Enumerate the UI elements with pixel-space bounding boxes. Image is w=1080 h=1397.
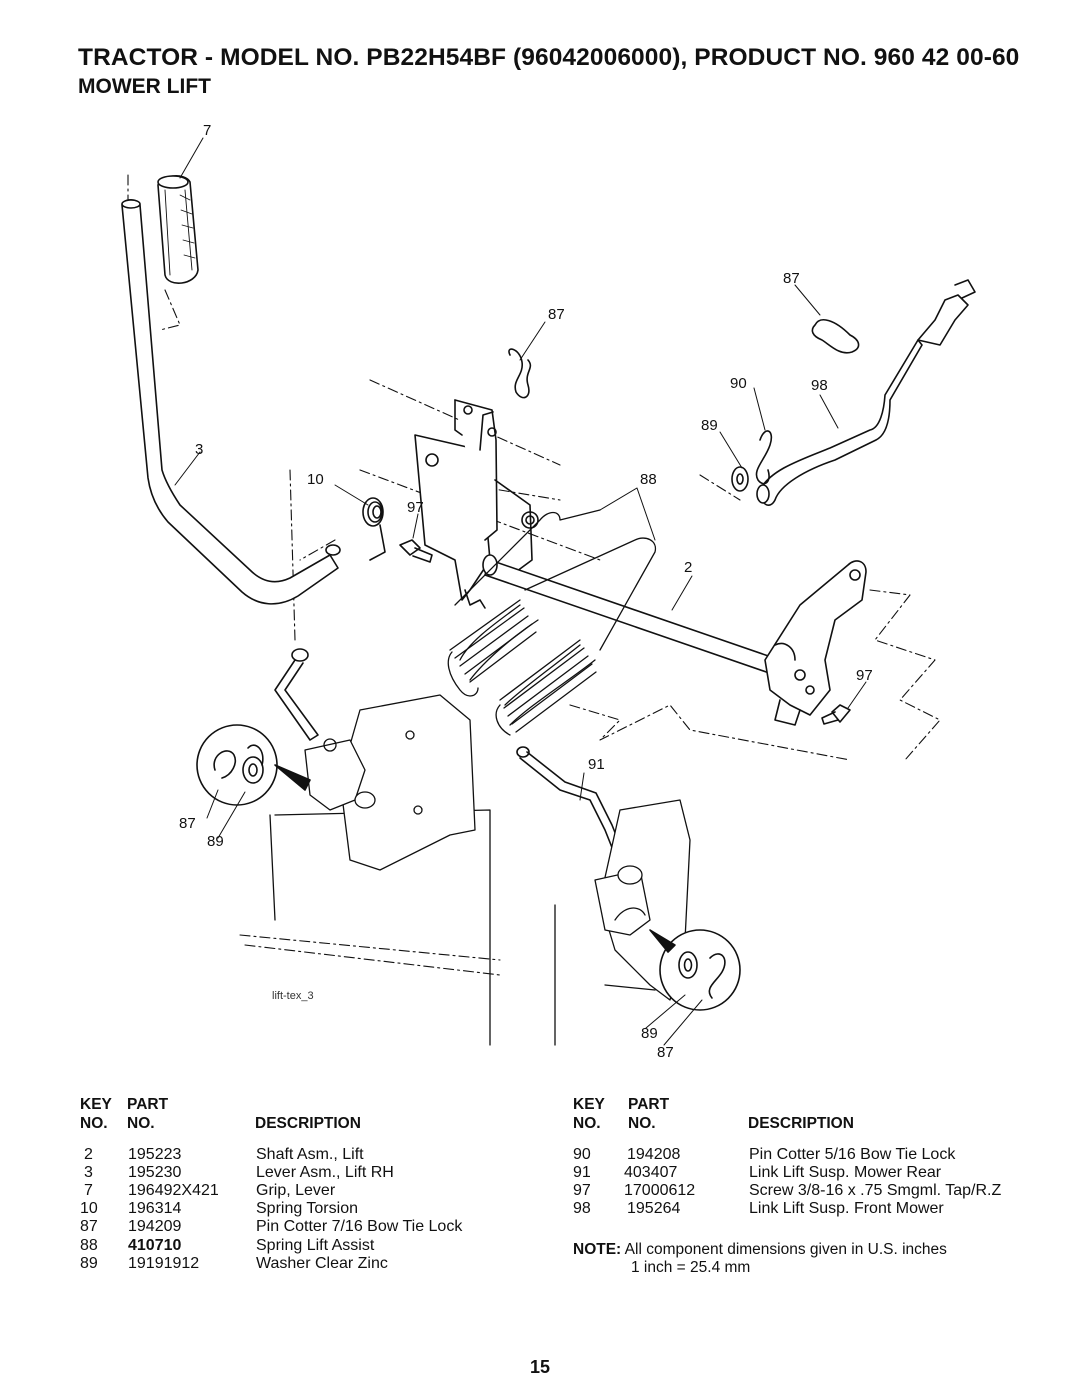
callout-97-right: 97: [856, 667, 873, 684]
note: NOTE: All component dimensions given in …: [573, 1241, 947, 1259]
callout-89-left: 89: [207, 833, 224, 850]
callout-10: 10: [307, 471, 324, 488]
page-title: TRACTOR - MODEL NO. PB22H54BF (960420060…: [78, 44, 1020, 71]
callout-7: 7: [203, 122, 211, 139]
section-title: MOWER LIFT: [78, 75, 211, 98]
header-part: PART: [628, 1096, 670, 1113]
header-part: PART: [127, 1096, 169, 1113]
bow-tie-pin-top: [508, 348, 532, 399]
lever-assembly: [121, 198, 341, 605]
callout-87-right: 87: [783, 270, 800, 287]
bow-tie-pin-90: [755, 430, 773, 485]
callout-98: 98: [811, 377, 828, 394]
callout-91: 91: [588, 756, 605, 773]
grip-lever: [157, 175, 199, 284]
header-description: DESCRIPTION: [255, 1115, 361, 1132]
note-label: NOTE:: [573, 1241, 622, 1258]
screw-right: [821, 704, 851, 725]
header-part-no: NO.: [127, 1115, 155, 1132]
callout-89-top: 89: [701, 417, 718, 434]
callout-3: 3: [195, 441, 203, 458]
rear-link-left: [274, 648, 319, 741]
header-key: KEY: [573, 1096, 605, 1113]
detail-circle-right: [649, 929, 741, 1011]
header-description: DESCRIPTION: [748, 1115, 854, 1132]
callout-87-left: 87: [179, 815, 196, 832]
right-bracket: [764, 560, 867, 726]
callout-88: 88: [640, 471, 657, 488]
lift-assist-springs: [447, 509, 657, 736]
callout-2: 2: [684, 559, 692, 576]
header-no: NO.: [573, 1115, 601, 1132]
detail-circle-left: [196, 724, 311, 806]
note-conversion: 1 inch = 25.4 mm: [631, 1259, 751, 1276]
header-key: KEY: [80, 1096, 112, 1113]
callout-87-bottom: 87: [657, 1044, 674, 1061]
screw-left: [399, 539, 433, 563]
header-no: NO.: [80, 1115, 108, 1132]
header-part-no: NO.: [628, 1115, 656, 1132]
callout-89-bottom: 89: [641, 1025, 658, 1042]
bow-tie-pin-87-right: [811, 319, 860, 354]
note-text: All component dimensions given in U.S. i…: [624, 1241, 947, 1258]
callout-90: 90: [730, 375, 747, 392]
lift-bracket: [414, 399, 539, 609]
callout-87-top: 87: [548, 306, 565, 323]
mower-lift-diagram: 7 87 87 90 98 89 3 10 97 88 2 97 91 87 8…: [121, 122, 976, 1061]
drawing-id: lift-tex_3: [272, 990, 314, 1002]
washer-upper: [731, 466, 749, 492]
torsion-spring: [362, 497, 386, 561]
page-number: 15: [529, 1357, 551, 1377]
callout-97-left: 97: [407, 499, 424, 516]
callout-labels: 7 87 87 90 98 89 3 10 97 88 2 97 91 87 8…: [179, 122, 873, 1061]
front-link: [756, 279, 976, 506]
deck-plate-left: [269, 694, 491, 1046]
